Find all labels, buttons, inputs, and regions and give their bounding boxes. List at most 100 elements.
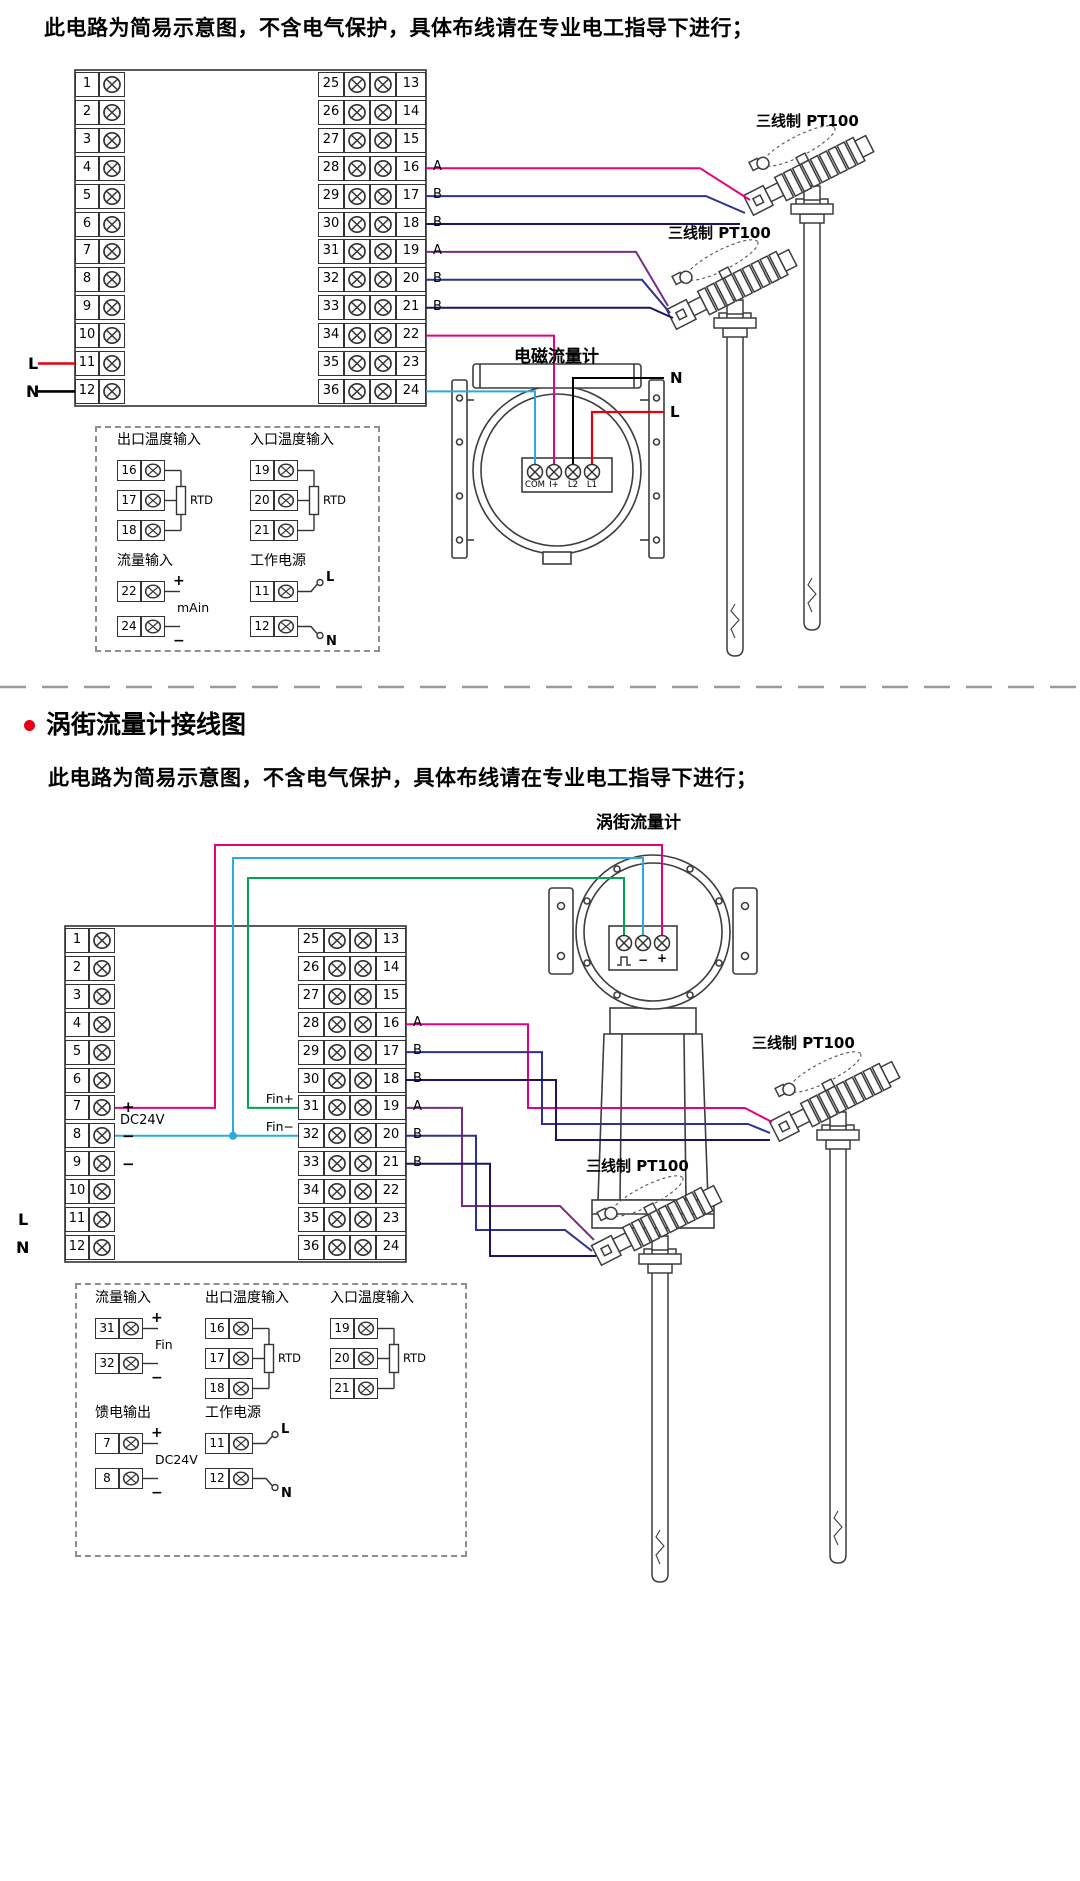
terminal-number: 8 — [65, 1123, 89, 1149]
terminal-screw — [324, 1234, 350, 1260]
rtd-label: RTD — [323, 492, 347, 507]
terminal-number: 18 — [117, 520, 141, 541]
terminal-number: 31 — [318, 239, 344, 265]
terminal-number: 29 — [318, 183, 344, 209]
wire-label: B — [433, 215, 442, 230]
terminal-screw — [324, 1207, 350, 1232]
terminal-number: 20 — [250, 490, 274, 511]
wire-19-A — [426, 250, 669, 307]
terminal-number: 15 — [376, 983, 406, 1009]
screw-icon — [374, 159, 392, 177]
terminal-number: 11 — [250, 581, 274, 602]
terminal-number: 28 — [318, 155, 344, 181]
terminal-screw — [89, 1179, 115, 1205]
group-title: 工作电源 — [250, 553, 306, 569]
terminal-number: 10 — [75, 323, 99, 349]
screw-icon — [374, 382, 392, 400]
terminal-screw — [99, 72, 125, 97]
screw-icon — [122, 1356, 140, 1371]
screw-icon — [354, 1183, 372, 1201]
pt100-label-4: 三线制 PT100 — [586, 1157, 689, 1175]
terminal-screw — [350, 983, 376, 1009]
terminal-screw — [141, 616, 165, 637]
terminal-screw — [89, 1039, 115, 1065]
mains-neutral-label: N — [16, 1238, 30, 1257]
screw-icon — [354, 1238, 372, 1256]
plus-label: + — [151, 1424, 163, 1441]
terminal-screw — [324, 983, 350, 1009]
terminal-screw — [370, 127, 396, 153]
pt100-label-2: 三线制 PT100 — [668, 224, 771, 242]
screw-icon — [93, 1015, 111, 1033]
terminal-screw — [370, 295, 396, 321]
terminal-number: 16 — [205, 1318, 229, 1339]
terminal-number: 18 — [205, 1378, 229, 1399]
screw-icon — [277, 619, 295, 634]
terminal-number: 20 — [396, 267, 426, 293]
wire-label: B — [433, 270, 442, 286]
rtd-label: RTD — [403, 1350, 427, 1365]
screw-icon — [103, 159, 121, 177]
terminal-screw — [99, 211, 125, 237]
minus-label: − — [151, 1484, 163, 1501]
terminal-number: 32 — [318, 267, 344, 293]
terminal-number: 3 — [65, 983, 89, 1009]
screw-icon — [103, 103, 121, 121]
bottom-detail-box — [75, 1283, 467, 1557]
terminal-number: 1 — [65, 928, 89, 953]
wire-label: B — [413, 1154, 422, 1170]
wire-21-B-bottom — [406, 1162, 596, 1257]
screw-icon — [232, 1471, 250, 1486]
screw-icon — [374, 131, 392, 149]
terminal-screw — [324, 1011, 350, 1037]
terminal-number: 12 — [75, 378, 99, 404]
pulse-symbol — [617, 956, 631, 966]
screw-icon — [103, 327, 121, 345]
terminal-screw — [350, 955, 376, 981]
screw-icon — [348, 327, 366, 345]
wire-label: B — [433, 298, 442, 314]
terminal-screw — [324, 1123, 350, 1149]
terminal-number: 16 — [117, 460, 141, 481]
terminal-screw — [350, 1067, 376, 1093]
screw-icon — [93, 932, 111, 949]
terminal-screw — [370, 183, 396, 209]
terminal-number: 29 — [298, 1039, 324, 1065]
screw-icon — [232, 1351, 250, 1366]
pt100-label-1: 三线制 PT100 — [756, 112, 859, 130]
screw-icon — [348, 355, 366, 372]
screw-icon — [348, 131, 366, 149]
screw-icon — [374, 271, 392, 289]
terminal-number: 5 — [75, 183, 99, 209]
screw-icon — [348, 103, 366, 121]
terminal-number: 32 — [298, 1123, 324, 1149]
screw-icon — [93, 1099, 111, 1117]
terminal-screw — [350, 1039, 376, 1065]
screw-icon — [348, 159, 366, 177]
terminal-number: 17 — [117, 490, 141, 511]
terminal-number: 26 — [298, 955, 324, 981]
rtd-resistor-icon — [175, 485, 187, 516]
wire-em-neutral — [572, 377, 664, 465]
bottom-warning-text: 此电路为简易示意图，不含电气保护，具体布线请在专业电工指导下进行； — [48, 766, 758, 790]
screw-icon — [354, 1127, 372, 1145]
group-title: 馈电输出 — [95, 1405, 151, 1421]
terminal-screw — [89, 1011, 115, 1037]
terminal-screw — [344, 183, 370, 209]
screw-icon — [545, 463, 563, 481]
wire-label: B — [413, 1043, 422, 1059]
screw-icon — [348, 215, 366, 233]
rtd-resistor-icon — [263, 1343, 275, 1374]
terminal-number: 8 — [95, 1468, 119, 1489]
terminal-number: 20 — [376, 1123, 406, 1149]
screw-icon — [374, 327, 392, 345]
terminal-screw — [344, 267, 370, 293]
terminal-screw — [350, 1234, 376, 1260]
screw-icon — [93, 1071, 111, 1089]
screw-icon — [103, 382, 121, 400]
wire-20-B — [426, 278, 671, 314]
screw-icon — [348, 187, 366, 205]
terminal-number: 9 — [75, 295, 99, 321]
screw-icon — [93, 1238, 111, 1256]
screw-icon — [103, 299, 121, 317]
